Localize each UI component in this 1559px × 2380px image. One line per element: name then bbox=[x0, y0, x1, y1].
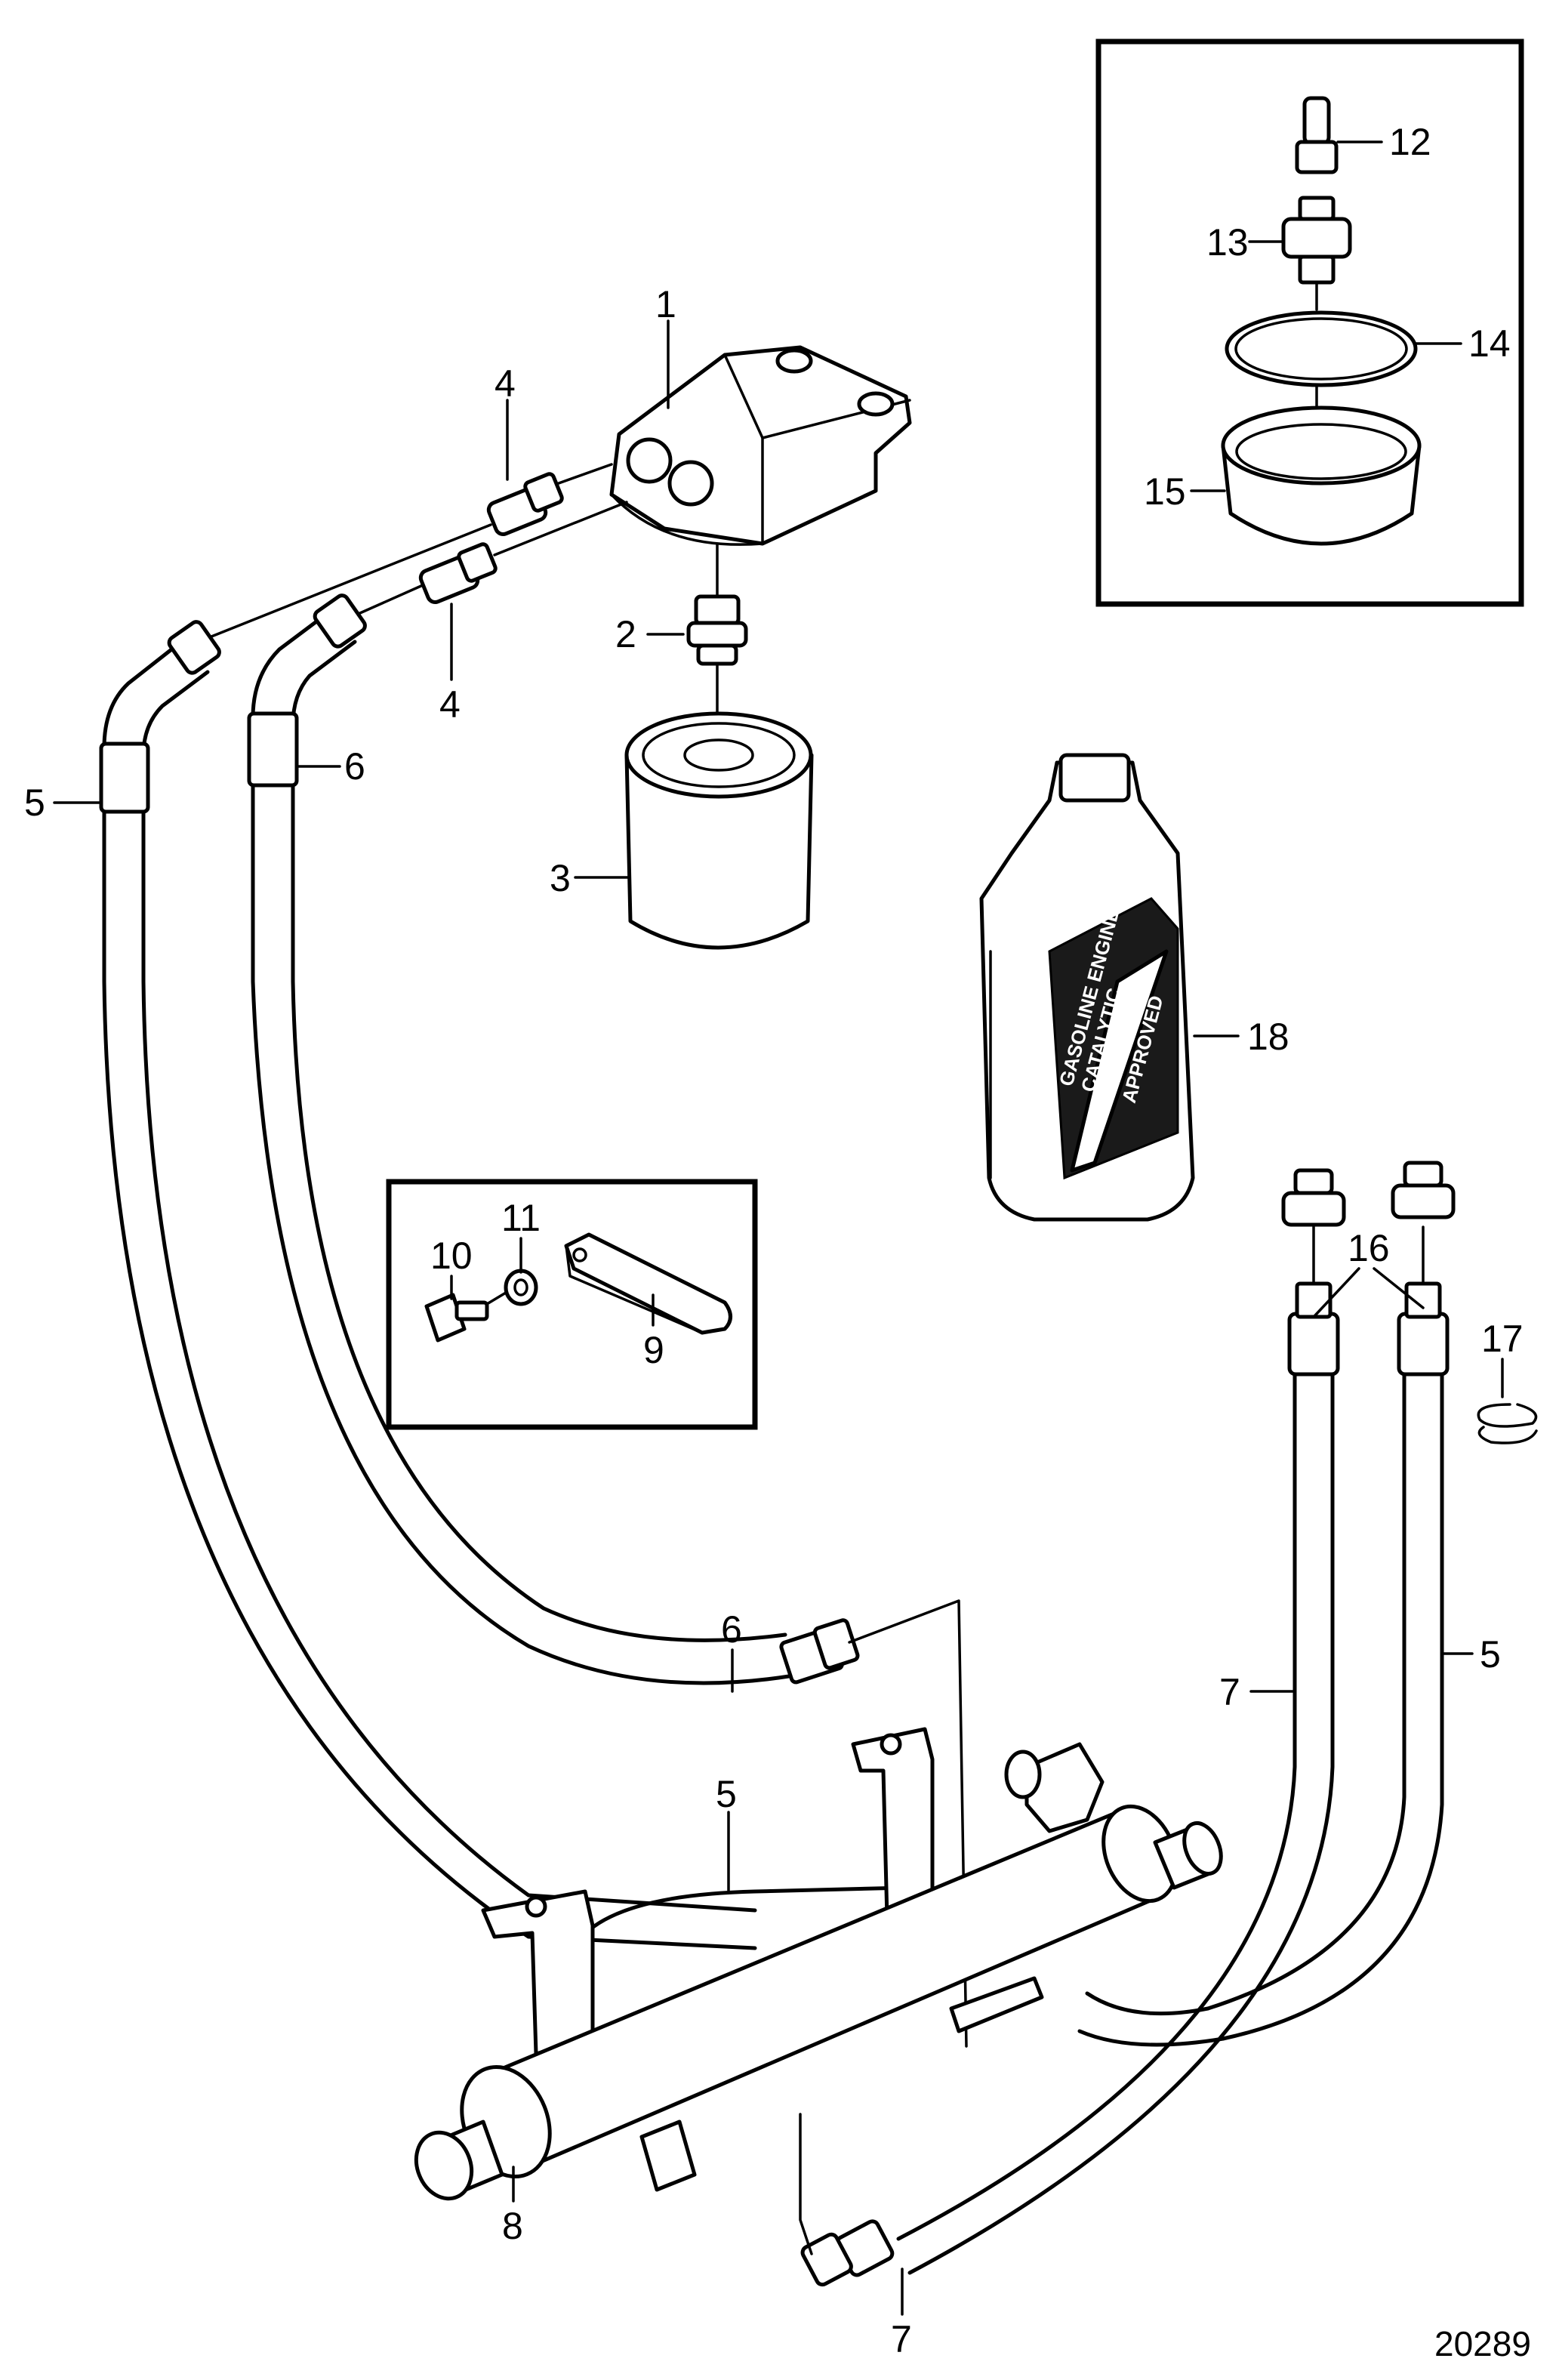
inset-box-bracket-parts bbox=[386, 1179, 758, 1430]
oil-filter-part-3 bbox=[624, 711, 814, 950]
adapter-part-13 bbox=[1281, 196, 1352, 311]
callout-4-upper: 4 bbox=[495, 362, 516, 405]
fitting-part-16-right bbox=[1391, 1161, 1456, 1219]
fitting-part-4-lower bbox=[418, 501, 628, 604]
washer-part-11 bbox=[504, 1269, 538, 1306]
sensor-part-12 bbox=[1295, 96, 1339, 174]
clip-part-17 bbox=[1477, 1403, 1538, 1444]
callout-11: 11 bbox=[501, 1197, 541, 1239]
hose-part-5-right bbox=[1077, 1281, 1450, 2047]
hose-part-6 bbox=[247, 593, 860, 1685]
o-ring-part-14 bbox=[1225, 310, 1418, 387]
inset-box-sensor-parts bbox=[1095, 39, 1524, 607]
nipple-part-2 bbox=[686, 542, 748, 734]
hose-part-7 bbox=[800, 1281, 1340, 2287]
callout-6-upper: 6 bbox=[344, 745, 365, 788]
callout-3: 3 bbox=[550, 857, 571, 899]
callout-5-middle: 5 bbox=[716, 1773, 737, 1815]
callout-18: 18 bbox=[1247, 1016, 1289, 1058]
callout-7-bottom: 7 bbox=[891, 2318, 912, 2360]
bracket-left bbox=[481, 1889, 595, 2056]
filter-head-part-1 bbox=[609, 345, 912, 546]
callout-2: 2 bbox=[615, 613, 636, 655]
callout-5-right: 5 bbox=[1480, 1633, 1501, 1676]
callout-12: 12 bbox=[1389, 121, 1431, 163]
callout-10: 10 bbox=[430, 1235, 473, 1277]
fitting-part-4-upper bbox=[486, 463, 613, 536]
figure-reference-number: 20289 bbox=[1434, 2324, 1531, 2363]
callout-14: 14 bbox=[1468, 322, 1511, 365]
callout-9: 9 bbox=[643, 1329, 664, 1371]
callout-16: 16 bbox=[1348, 1227, 1390, 1269]
callout-1: 1 bbox=[655, 283, 676, 325]
fitting-part-16-left bbox=[1281, 1168, 1346, 1227]
callout-4-lower: 4 bbox=[439, 683, 461, 726]
cup-part-15 bbox=[1221, 405, 1422, 546]
oil-cooler-part-8 bbox=[414, 1742, 1223, 2201]
callout-7-right: 7 bbox=[1219, 1671, 1240, 1713]
callout-17: 17 bbox=[1481, 1318, 1524, 1360]
callout-labels: 1 2 3 4 4 5 5 5 6 6 7 7 8 9 10 11 12 13 … bbox=[24, 121, 1524, 2360]
oil-bottle-part-18: GASOLINE ENGINE OIL CATALYTIC CONVERTER … bbox=[979, 753, 1195, 1222]
callout-15: 15 bbox=[1144, 470, 1186, 513]
bracket-part-9 bbox=[564, 1232, 732, 1335]
callout-13: 13 bbox=[1206, 221, 1249, 264]
callout-8: 8 bbox=[502, 2205, 523, 2247]
bolt-part-10 bbox=[424, 1293, 489, 1343]
hose-part-5-left bbox=[99, 620, 757, 1950]
callout-6-lower: 6 bbox=[721, 1608, 742, 1651]
leader-lines bbox=[53, 140, 1504, 2316]
callout-5-left: 5 bbox=[24, 782, 45, 824]
